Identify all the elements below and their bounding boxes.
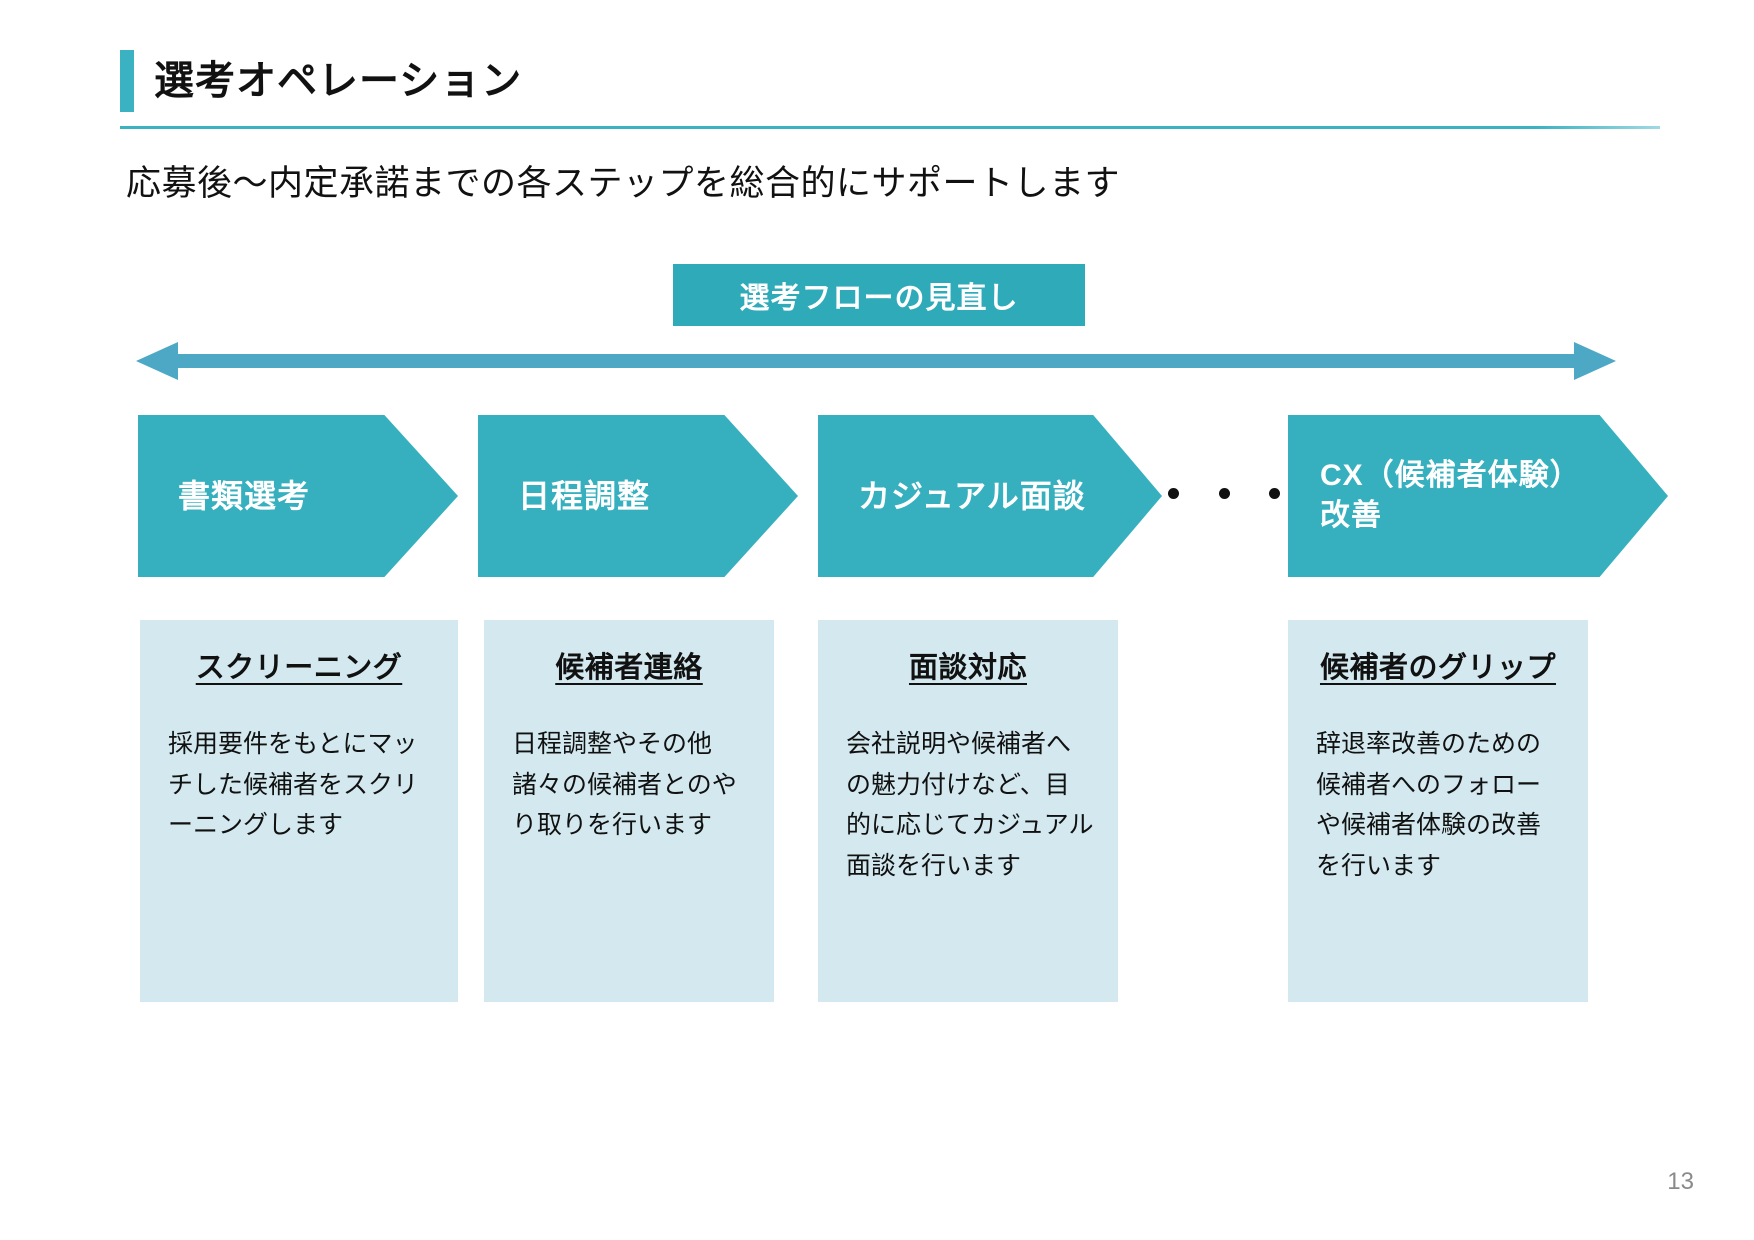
description-card-body: 会社説明や候補者への魅力付けなど、目的に応じてカジュアル面談を行います (846, 730, 1094, 880)
flow-step-4-label: CX（候補者体験） 改善 (1320, 459, 1581, 532)
description-card-body: 採用要件をもとにマッチした候補者をスクリーニングします (168, 730, 419, 839)
flow-step-4[interactable]: CX（候補者体験） 改善 (1288, 415, 1668, 577)
flow-step-1-label: 書類選考 (178, 477, 311, 514)
description-card-body: 日程調整やその他諸々の候補者とのやり取りを行います (512, 730, 737, 839)
description-card-title: 面談対応 (908, 652, 1027, 684)
description-card-title: スクリーニング (195, 652, 403, 684)
ellipsis-dot (1218, 487, 1230, 499)
description-card-body: 辞退率改善のための候補者へのフォローや候補者体験の改善を行います (1316, 730, 1542, 880)
description-card: 候補者のグリップ 辞退率改善のための候補者へのフォローや候補者体験の改善を行いま… (1288, 620, 1588, 1002)
description-card-title: 候補者のグリップ (1319, 652, 1556, 684)
flow-step-2-label: 日程調整 (518, 477, 651, 514)
flow-review-banner: 選考フローの見直し (673, 264, 1085, 326)
description-card: スクリーニング 採用要件をもとにマッチした候補者をスクリーニングします (140, 620, 458, 1002)
page-title: 選考オペレーション (120, 50, 522, 112)
description-card: 面談対応 会社説明や候補者への魅力付けなど、目的に応じてカジュアル面談を行います (818, 620, 1118, 1002)
bidirectional-arrow (136, 340, 1616, 382)
title-accent-bar (120, 50, 134, 112)
flow-step-3-label: カジュアル面談 (858, 477, 1086, 514)
page-title-text: 選考オペレーション (154, 59, 523, 103)
subtitle-text: 応募後～内定承諾までの各ステップを総合的にサポートします (126, 164, 1121, 203)
flow-step-1[interactable]: 書類選考 (138, 415, 458, 577)
ellipsis-dot (1269, 487, 1280, 499)
description-card: 候補者連絡 日程調整やその他諸々の候補者とのやり取りを行います (484, 620, 774, 1002)
ellipsis-dots-icon (1168, 478, 1280, 508)
title-divider (120, 126, 1660, 129)
flow-step-3[interactable]: カジュアル面談 (818, 415, 1162, 577)
description-card-title: 候補者連絡 (555, 652, 703, 684)
flow-step-2[interactable]: 日程調整 (478, 415, 798, 577)
ellipsis-dot (1168, 487, 1179, 499)
page-number: 13 (1667, 1168, 1694, 1195)
